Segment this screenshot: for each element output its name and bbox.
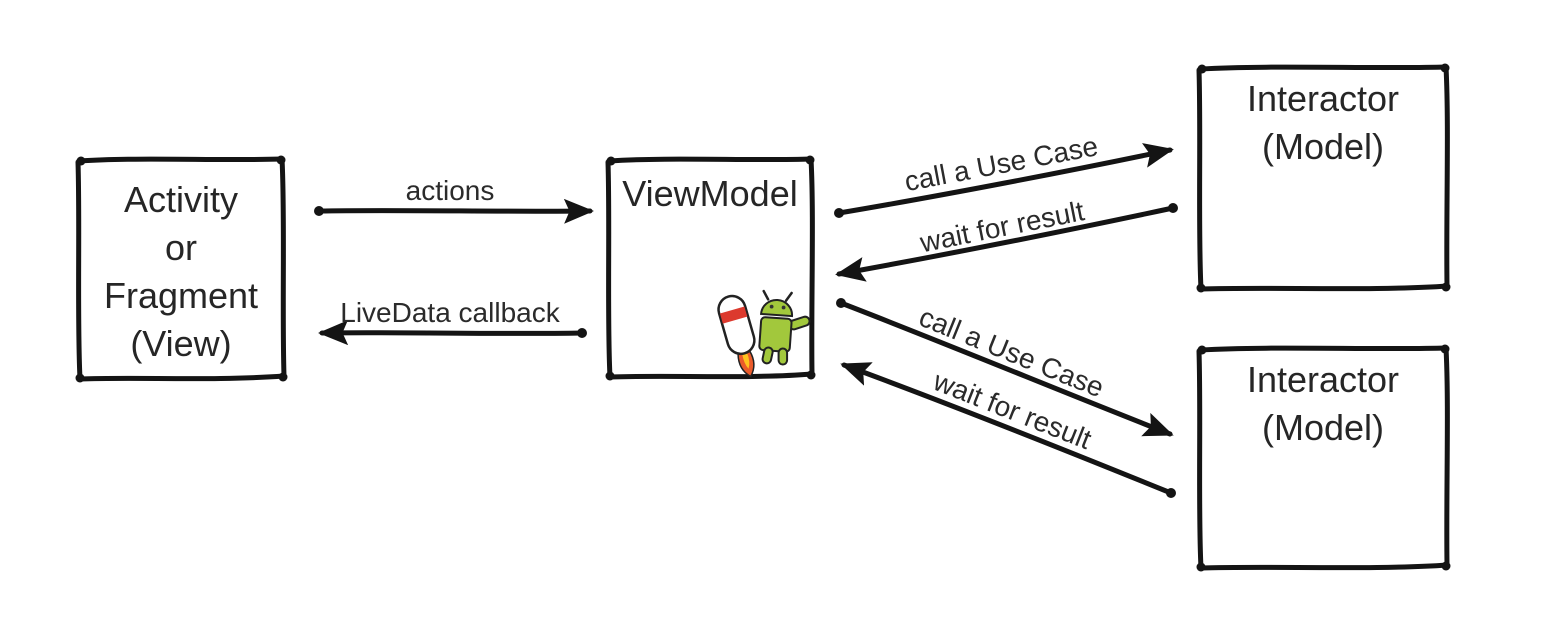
android-robot xyxy=(758,289,811,366)
interactor-top-line-2: (Model) xyxy=(1262,126,1384,167)
view-box-line-1: Activity xyxy=(124,179,238,220)
view-box-line-3: Fragment xyxy=(104,275,258,316)
viewmodel-box-label: ViewModel xyxy=(622,173,797,214)
interactor-bottom-box: Interactor (Model) xyxy=(1196,344,1451,572)
view-box-line-2: or xyxy=(165,227,197,268)
wait-for-result-top-arrow xyxy=(835,203,1178,282)
android-jetpack-icon xyxy=(717,289,811,378)
wait-for-result-bottom-arrow xyxy=(840,362,1176,498)
actions-arrow xyxy=(314,198,594,224)
actions-arrow-label: actions xyxy=(406,175,495,206)
interactor-bottom-line-1: Interactor xyxy=(1247,359,1399,400)
livedata-callback-arrow xyxy=(318,320,587,346)
view-box-line-4: (View) xyxy=(130,323,231,364)
interactor-top-box: Interactor (Model) xyxy=(1196,63,1451,293)
interactor-top-line-1: Interactor xyxy=(1247,78,1399,119)
jetpack-rocket xyxy=(717,294,756,378)
call-use-case-top-arrow xyxy=(834,143,1174,218)
activity-fragment-view-box: Activity or Fragment (View) xyxy=(75,155,288,383)
interactor-bottom-line-2: (Model) xyxy=(1262,407,1384,448)
wait-for-result-top-label: wait for result xyxy=(916,195,1087,258)
livedata-callback-arrow-label: LiveData callback xyxy=(340,297,560,328)
call-use-case-bottom-arrow xyxy=(836,298,1174,437)
call-use-case-top-label: call a Use Case xyxy=(902,130,1100,197)
